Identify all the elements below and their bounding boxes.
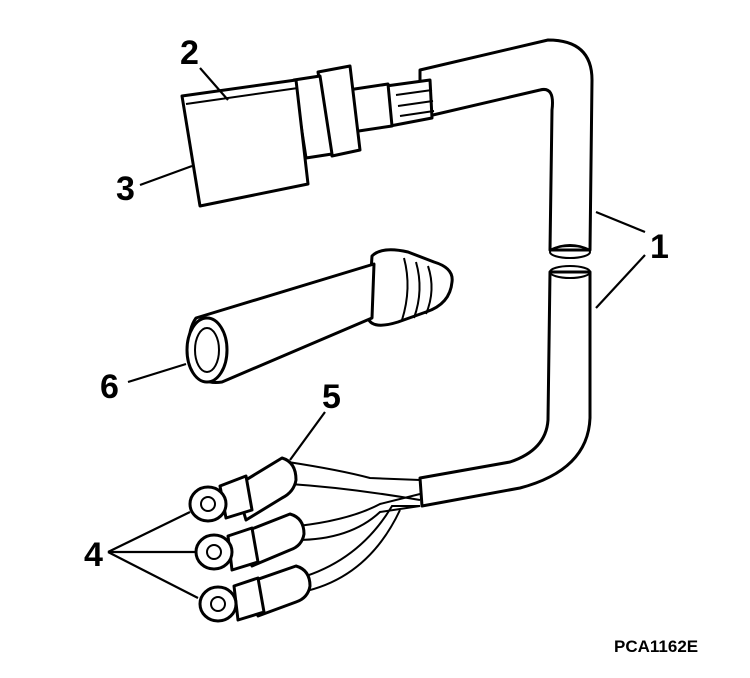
rubber-boot [185,248,454,385]
cable-lower-section [418,265,592,508]
callout-5: 5 [322,378,341,416]
terminal-bottom [198,564,312,623]
callout-4: 4 [84,536,103,574]
connector-assembly [180,64,435,208]
cable-upper-section [418,38,594,259]
figure-code: PCA1162E [614,637,698,656]
callout-6: 6 [100,368,119,406]
callout-3: 3 [116,170,135,208]
terminal-top [188,456,298,523]
callout-2: 2 [180,34,199,72]
lead-wires [287,461,421,593]
callout-1: 1 [650,228,669,266]
leader-lines [107,67,646,599]
terminal-middle [194,512,306,572]
